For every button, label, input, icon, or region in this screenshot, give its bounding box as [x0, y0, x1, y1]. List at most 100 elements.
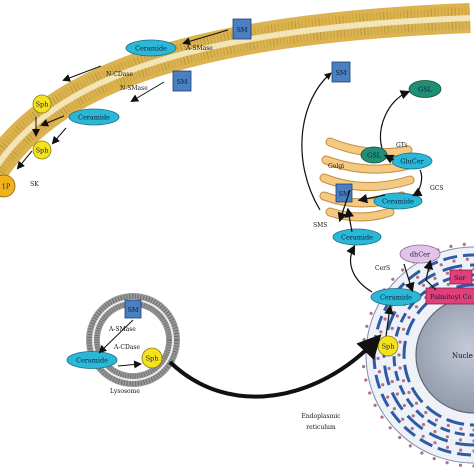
svg-text:Palmitoyl Co: Palmitoyl Co: [430, 293, 472, 301]
ribosome-dot: [383, 317, 387, 321]
svg-text:SM: SM: [127, 306, 138, 314]
svg-text:SM: SM: [335, 69, 346, 77]
sk-label: SK: [30, 181, 39, 188]
svg-text:Ceramide: Ceramide: [76, 357, 108, 365]
ribosome-dot: [369, 311, 373, 315]
ribosome-dot: [445, 271, 449, 275]
plasma-membrane: [0, 3, 471, 190]
golgi-label: Golgi: [328, 163, 344, 170]
er-arrows: [346, 244, 437, 337]
ribosome-dot: [364, 378, 368, 382]
ribosome-dot: [445, 435, 449, 439]
s1p-node: 1P: [0, 174, 16, 198]
svg-text:dhCer: dhCer: [410, 251, 431, 259]
ceramide-er: Ceramide: [370, 288, 422, 306]
ribosome-dot: [398, 340, 402, 344]
ribosome-dot: [401, 379, 406, 383]
gsl-node-top: GSL: [408, 80, 442, 98]
ribosome-dot: [432, 457, 436, 461]
gts-label: GTs: [396, 142, 407, 149]
sph-pm-2: Sph: [32, 140, 52, 160]
ribosome-dot: [459, 427, 463, 431]
ribosome-dot: [411, 414, 415, 418]
ribosome-dot: [414, 401, 419, 405]
ribosome-dot: [424, 410, 428, 415]
ser-box: Ser: [449, 269, 473, 285]
ribosome-dot: [401, 268, 405, 272]
ribosome-dot: [368, 391, 372, 395]
ribosome-dot: [398, 435, 402, 440]
ribosome-dot: [414, 305, 419, 309]
gsl-node-golgi: GSL: [360, 146, 388, 164]
ribosome-dot: [421, 283, 426, 287]
pm-arrows: [16, 29, 229, 170]
svg-text:SM: SM: [236, 26, 247, 34]
svg-text:Ceramide: Ceramide: [382, 198, 414, 206]
a-smase-lyso-label: A-SMase: [108, 326, 136, 333]
ceramide-lyso: Ceramide: [66, 351, 118, 369]
ribosome-dot: [421, 423, 426, 427]
ribosome-dot: [445, 445, 450, 449]
ribosome-dot: [458, 438, 463, 442]
svg-text:Ceramide: Ceramide: [341, 234, 373, 242]
sm-box-lyso: SM: [124, 299, 142, 319]
ribosome-dot: [401, 417, 405, 421]
svg-text:Ser: Ser: [454, 274, 466, 282]
ribosome-dot: [362, 365, 366, 369]
ribosome-dot: [449, 244, 453, 248]
sph-to-er-arrow: [168, 334, 382, 399]
ribosome-dot: [388, 426, 392, 430]
sph-er: Sph: [377, 335, 399, 357]
golgi-arrows: [301, 72, 423, 233]
svg-text:Sph: Sph: [382, 343, 395, 351]
sph-lyso: Sph: [141, 347, 163, 369]
ribosome-dot: [407, 390, 411, 395]
ribosome-dot: [433, 430, 437, 434]
ribosome-dot: [405, 284, 409, 288]
er-label-line2: reticulum: [306, 424, 336, 431]
lyso-arrows: [98, 319, 142, 369]
svg-text:SM: SM: [338, 190, 349, 198]
ribosome-dot: [433, 276, 437, 280]
ribosome-dot: [407, 315, 411, 320]
ceramide-pm-1: Ceramide: [125, 39, 177, 57]
ribosome-dot: [445, 461, 449, 465]
ribosome-dot: [465, 257, 469, 261]
ribosome-dot: [395, 314, 399, 318]
ribosome-dot: [446, 282, 450, 287]
svg-text:GluCer: GluCer: [400, 158, 424, 166]
ribosome-dot: [410, 426, 414, 431]
ribosome-dot: [377, 370, 382, 374]
sm-box-mid: SM: [172, 70, 192, 92]
ribosome-dot: [421, 434, 425, 438]
svg-text:SM: SM: [176, 78, 187, 86]
svg-text:GSL: GSL: [418, 86, 433, 94]
svg-text:Nucle: Nucle: [452, 352, 473, 360]
sm-box-top: SM: [232, 18, 252, 40]
ribosome-dot: [387, 366, 391, 371]
svg-text:Ceramide: Ceramide: [78, 114, 110, 122]
n-cdase-label: N-CDase: [106, 71, 133, 78]
ribosome-dot: [458, 463, 463, 467]
ceramide-pm-2: Ceramide: [68, 108, 120, 126]
svg-text:Ceramide: Ceramide: [380, 294, 412, 302]
ribosome-dot: [439, 263, 443, 267]
svg-text:1P: 1P: [2, 183, 11, 191]
gcs-label: GCS: [430, 185, 444, 192]
ribosome-dot: [391, 277, 395, 281]
ribosome-dot: [390, 380, 394, 384]
a-smase-pm-label: A-SMase: [185, 45, 213, 52]
ribosome-dot: [379, 330, 383, 334]
ribosome-dot: [446, 423, 450, 428]
ceramide-golgi-base: Ceramide: [332, 228, 382, 246]
ribosome-dot: [420, 451, 424, 455]
glucer-node: GluCer: [391, 152, 433, 170]
lysosome-label: Lysosome: [110, 388, 140, 395]
ribosome-dot: [390, 326, 394, 330]
cers-label: CerS: [375, 265, 390, 272]
svg-text:Sph: Sph: [36, 147, 49, 155]
svg-text:Sph: Sph: [36, 101, 49, 109]
ribosome-dot: [376, 356, 380, 360]
ribosome-dot: [459, 448, 463, 452]
